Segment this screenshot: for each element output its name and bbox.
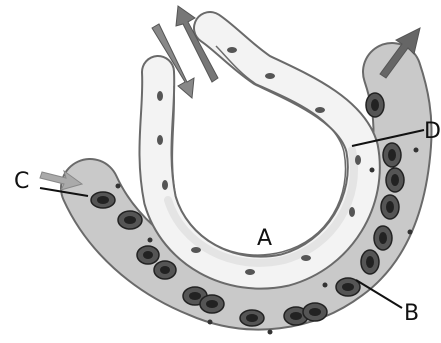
alveolar-cell-nucleus: [355, 155, 361, 165]
red-blood-cell: [366, 93, 384, 117]
alveolar-cell-nucleus: [191, 247, 201, 253]
red-blood-cell: [137, 246, 159, 264]
red-blood-cell: [374, 226, 392, 250]
capillary-cell-nucleus: [414, 148, 419, 153]
alveolar-cell-nucleus: [157, 135, 163, 145]
alveolar-cell-nucleus: [315, 107, 325, 113]
alveolar-cell-nucleus: [157, 91, 163, 101]
capillary-cell-nucleus: [370, 168, 375, 173]
alveolar-cell-nucleus: [162, 180, 168, 190]
alveolar-cell-nucleus: [301, 255, 311, 261]
red-blood-cell: [303, 303, 327, 321]
alveolar-cell-nucleus: [265, 73, 275, 79]
label-b: B: [404, 301, 419, 326]
capillary-cell-nucleus: [148, 238, 153, 243]
red-blood-cell: [383, 143, 401, 167]
capillary-cell-nucleus: [323, 283, 328, 288]
red-blood-cell: [200, 295, 224, 313]
red-blood-cell: [91, 192, 115, 208]
red-blood-cell: [386, 168, 404, 192]
alveolar-cell-nucleus: [245, 269, 255, 275]
alveolar-cell-nucleus: [349, 207, 355, 217]
red-blood-cell: [154, 261, 176, 279]
label-d: D: [424, 119, 441, 144]
capillary-cell-nucleus: [268, 330, 273, 335]
red-blood-cell: [240, 310, 264, 326]
red-blood-cell: [361, 250, 379, 274]
red-blood-cell: [118, 211, 142, 229]
red-blood-cell: [381, 195, 399, 219]
capillary-cell-nucleus: [116, 184, 121, 189]
capillary-cell-nucleus: [408, 230, 413, 235]
label-a: A: [257, 226, 272, 251]
label-c: C: [14, 169, 29, 194]
alveolar-cell-nucleus: [227, 47, 237, 53]
capillary-cell-nucleus: [208, 320, 213, 325]
